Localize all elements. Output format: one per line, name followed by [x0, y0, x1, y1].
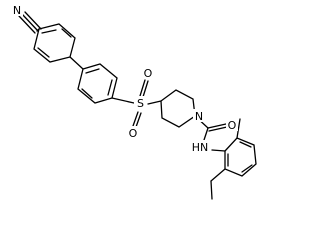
- chemical-structure-diagram: N O S O N O HN: [11, 3, 257, 200]
- methyl-bond: [236, 118, 241, 139]
- amide-c-n-bond: [203, 127, 209, 141]
- phenyl-ring: [77, 63, 118, 104]
- amide-n-aryl-bond: [211, 149, 226, 152]
- svg-text:HN: HN: [192, 141, 209, 154]
- aryl-sulfur-bond: [111, 97, 135, 104]
- ethyl-group: [210, 168, 226, 200]
- sulfonyl-group: [132, 79, 162, 128]
- svg-text:S: S: [137, 97, 144, 110]
- atom-label-sulfonyl-o-bottom: O: [127, 126, 139, 140]
- svg-text:O: O: [144, 67, 153, 80]
- benzonitrile-ring: [33, 23, 76, 63]
- carbonyl-double-bond: [207, 123, 228, 132]
- svg-text:N: N: [195, 110, 203, 123]
- atom-label-sulfonyl-o-top: O: [142, 66, 154, 80]
- atom-label-nitrile-n: N: [11, 3, 23, 17]
- svg-text:O: O: [129, 127, 138, 140]
- atom-label-carbonyl-o: O: [226, 118, 238, 132]
- ethyl-methyl-phenyl-ring: [224, 137, 257, 177]
- svg-text:N: N: [13, 4, 21, 17]
- atom-label-amide-nh: HN: [189, 140, 211, 154]
- svg-text:O: O: [228, 119, 237, 132]
- nitrile-group: [18, 11, 42, 34]
- atom-label-sulfur: S: [134, 96, 147, 110]
- piperidine-ring: [160, 89, 196, 128]
- biaryl-bond: [69, 56, 84, 70]
- atom-label-piperidine-n: N: [193, 109, 205, 123]
